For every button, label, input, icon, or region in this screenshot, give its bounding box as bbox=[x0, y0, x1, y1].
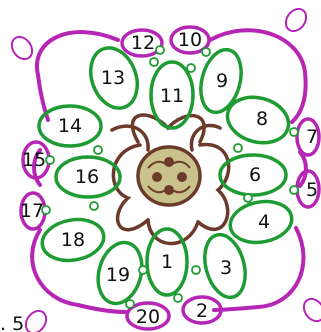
ring-label: 13 bbox=[101, 67, 125, 89]
bead bbox=[164, 185, 174, 195]
bead bbox=[152, 172, 162, 182]
picot-bottom-right bbox=[300, 295, 321, 325]
ring-label: 18 bbox=[61, 229, 85, 251]
bead bbox=[177, 172, 187, 182]
ring-label: 3 bbox=[220, 257, 232, 279]
ring-label: 9 bbox=[216, 70, 228, 92]
ring-label: 6 bbox=[249, 164, 261, 186]
ring-label: 12 bbox=[131, 32, 155, 54]
ring-label: 19 bbox=[106, 264, 130, 286]
ring-label: 15 bbox=[22, 149, 46, 171]
ring-label: 8 bbox=[256, 108, 268, 130]
ring-label: 11 bbox=[160, 85, 184, 107]
ring-label: 14 bbox=[58, 115, 82, 137]
ring-label: 16 bbox=[75, 166, 99, 188]
ring-label: 10 bbox=[178, 29, 202, 51]
ring-label: 5 bbox=[306, 179, 318, 201]
picot-top-left bbox=[8, 33, 37, 63]
ring-label: 7 bbox=[306, 126, 318, 148]
bead bbox=[164, 157, 174, 167]
ring-label: 1 bbox=[161, 251, 173, 273]
center-hub bbox=[138, 147, 200, 205]
picot-bottom-left bbox=[22, 307, 51, 332]
ring-label: 20 bbox=[136, 306, 160, 328]
picot-top-right bbox=[282, 5, 311, 35]
corner-label: . 5 bbox=[0, 313, 24, 332]
ring-label: 17 bbox=[20, 200, 44, 222]
ring-label: 2 bbox=[196, 300, 208, 322]
ring-label: 4 bbox=[258, 211, 270, 233]
